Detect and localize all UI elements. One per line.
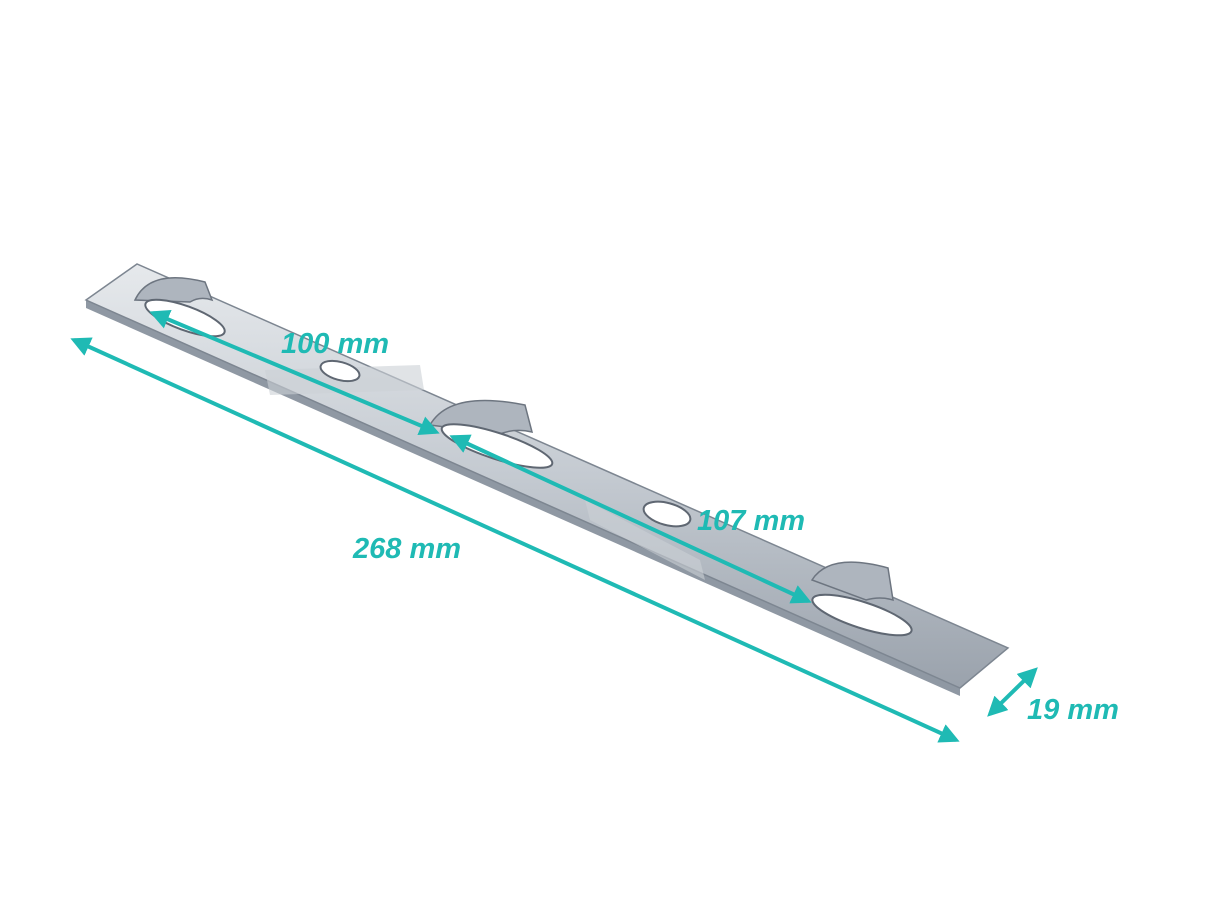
dimension-lines <box>70 309 1038 743</box>
dimension-label-19: 19 mm <box>1027 694 1119 726</box>
dimension-line-268 <box>70 337 960 743</box>
dimension-label-100: 100 mm <box>281 328 390 360</box>
dimension-label-268: 268 mm <box>353 533 462 565</box>
dimension-label-107: 107 mm <box>697 505 806 537</box>
dimension-line-19 <box>987 667 1038 717</box>
slot-tab-left <box>133 276 214 303</box>
